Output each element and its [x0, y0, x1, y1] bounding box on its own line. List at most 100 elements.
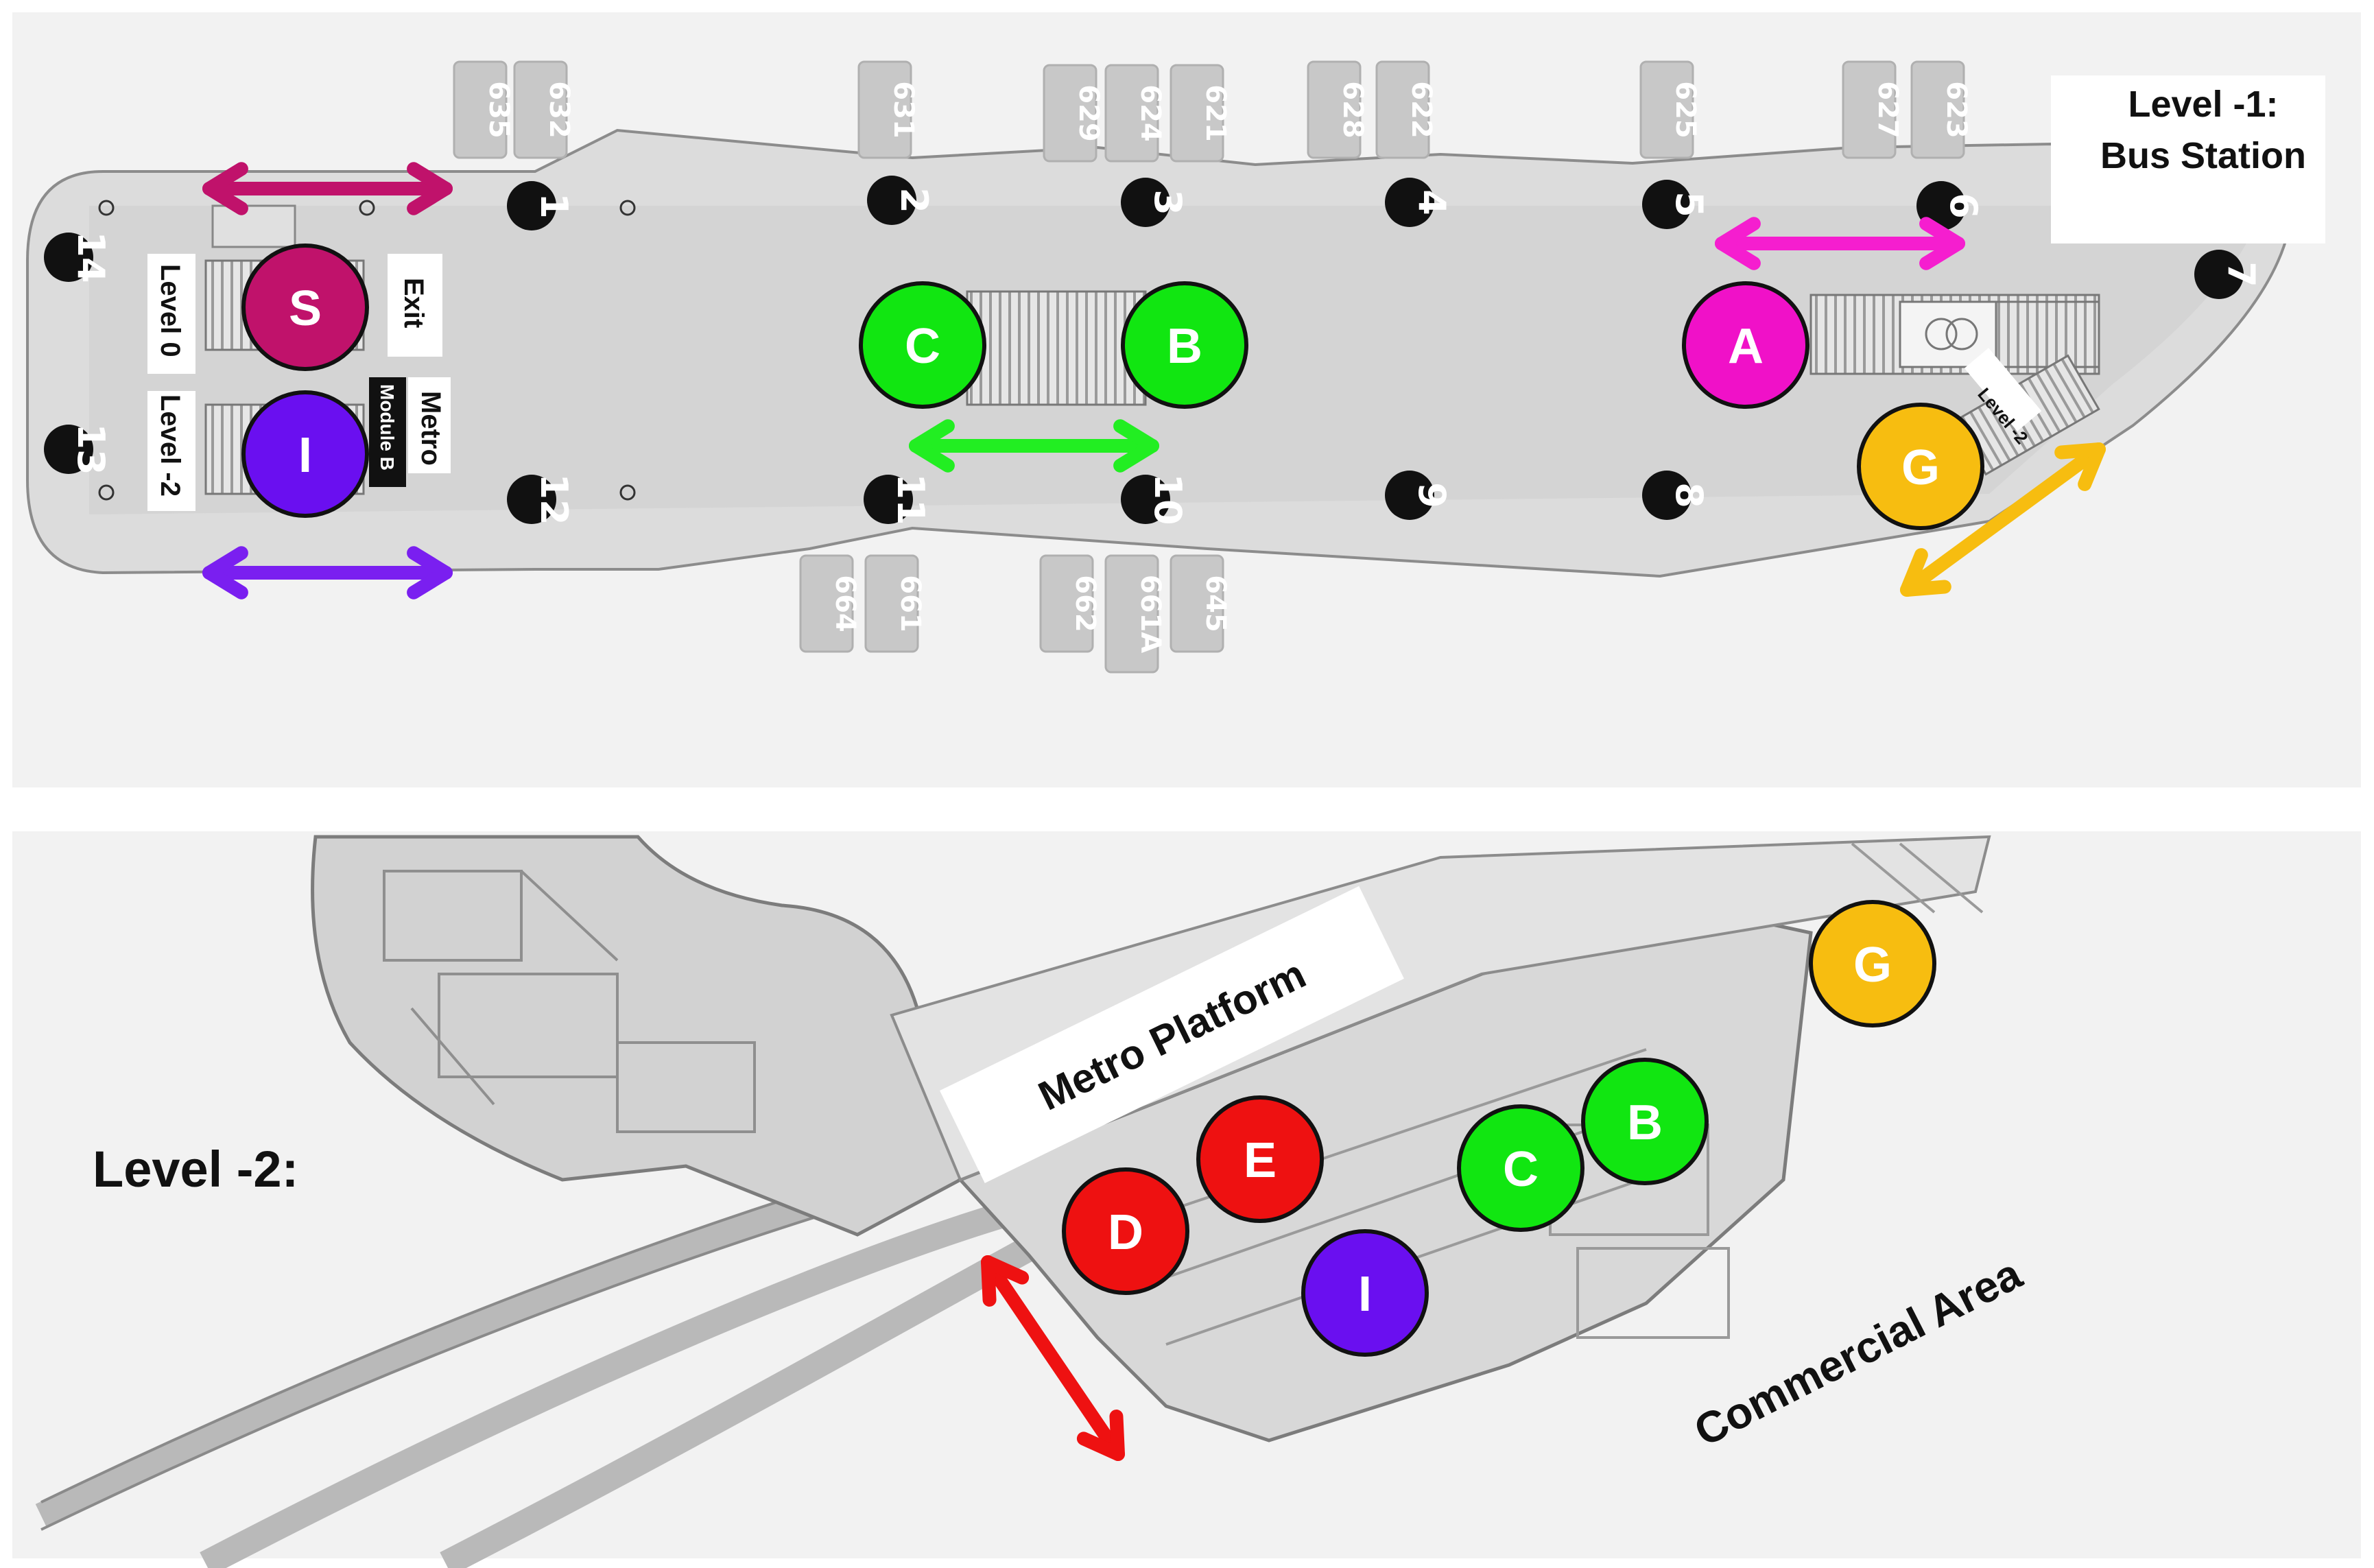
marker-letter: I — [1358, 1267, 1372, 1322]
bus-route-number: 635 — [483, 81, 514, 139]
marker-letter: E — [1244, 1133, 1277, 1188]
direction-arrows-level-minus1 — [202, 162, 2106, 599]
arrow-i — [202, 546, 453, 599]
marker-letter: G — [1901, 440, 1940, 495]
level-minus1-title-line2: Bus Station — [2100, 135, 2306, 176]
bay-number-text: 11 — [889, 473, 932, 525]
bus-route-tag: 632 — [513, 60, 575, 159]
marker-letter: S — [289, 281, 322, 336]
direction-arrows-level-minus2 — [981, 1255, 1125, 1461]
marker-G[interactable]: G — [1857, 403, 1984, 530]
bus-route-tag: 635 — [453, 60, 514, 159]
left-level-labels: Level 0 Level -2 Exit Module B Metro — [147, 254, 451, 511]
bay-number-text: 4 — [1410, 189, 1453, 215]
level-minus1-title: Level -1: Bus Station — [2051, 75, 2325, 243]
bay-number-text: 3 — [1146, 189, 1189, 215]
bay-number-12: 12 — [507, 473, 575, 525]
marker-letter: D — [1108, 1205, 1143, 1260]
metro-label: Metro — [416, 391, 446, 466]
marker-letter: I — [298, 428, 312, 483]
bay-number-11: 11 — [864, 473, 932, 525]
bay-number-text: 14 — [69, 231, 112, 283]
bay-number-10: 10 — [1121, 473, 1189, 525]
bus-route-tag: 628 — [1307, 60, 1368, 159]
marker-A[interactable]: A — [1682, 281, 1809, 409]
bus-route-tag: 621 — [1170, 64, 1231, 163]
marker-letter: G — [1853, 938, 1892, 993]
bay-number-text: 6 — [1942, 193, 1985, 219]
bay-number-3: 3 — [1121, 178, 1189, 227]
bay-number-14: 14 — [44, 231, 112, 283]
marker-letter: C — [905, 319, 940, 374]
bus-route-number: 661 — [894, 575, 926, 632]
markers-level-minus1: S I C B A G — [241, 243, 1984, 530]
bus-route-number: 645 — [1200, 575, 1231, 632]
bus-routes-bottom: 664 661 662 661A 645 — [799, 554, 1231, 674]
bus-route-tag: 627 — [1842, 60, 1903, 159]
bus-route-tag: 622 — [1375, 60, 1437, 159]
arrow-d — [981, 1255, 1125, 1461]
exit-label: Exit — [399, 278, 429, 328]
marker-B[interactable]: B — [1581, 1058, 1709, 1185]
station-building-left — [311, 835, 976, 1237]
arrow-a — [1715, 217, 1965, 270]
station-building-left-details — [383, 870, 756, 1133]
bay-number-8: 8 — [1642, 471, 1711, 520]
bay-number-text: 13 — [69, 423, 112, 475]
bus-route-number: 628 — [1337, 81, 1368, 139]
arrow-g — [1900, 442, 2106, 597]
marker-letter: C — [1503, 1142, 1539, 1197]
bay-number-text: 8 — [1667, 482, 1711, 508]
bus-route-number: 624 — [1135, 84, 1166, 142]
marker-G[interactable]: G — [1809, 900, 1936, 1027]
bus-route-number: 627 — [1872, 81, 1903, 139]
marker-C[interactable]: C — [859, 281, 986, 409]
bus-route-number: 621 — [1200, 84, 1231, 142]
bus-route-tag: 664 — [799, 554, 861, 653]
bay-number-4: 4 — [1385, 178, 1453, 227]
module-b-label: Module B — [377, 384, 398, 471]
bus-route-number: 622 — [1405, 81, 1437, 139]
bay-number-1: 1 — [507, 181, 575, 230]
bus-route-tag: 625 — [1639, 60, 1701, 159]
marker-S[interactable]: S — [241, 243, 369, 371]
waypoint-icons — [98, 200, 636, 501]
marker-D[interactable]: D — [1062, 1167, 1189, 1295]
bay-number-text: 2 — [892, 187, 936, 213]
bus-route-number: 664 — [829, 575, 861, 632]
bay-number-text: 12 — [532, 473, 575, 525]
bus-route-number: 662 — [1069, 575, 1101, 632]
bay-number-2: 2 — [867, 176, 936, 225]
marker-I[interactable]: I — [241, 390, 369, 518]
bus-route-number: 625 — [1670, 81, 1701, 139]
bay-number-text: 5 — [1667, 191, 1711, 217]
bus-route-tag: 629 — [1043, 64, 1104, 163]
center-escalator — [966, 290, 1147, 406]
level-minus2-title: Level -2: — [93, 1141, 298, 1198]
bay-number-text: 10 — [1146, 473, 1189, 525]
bus-route-number: 629 — [1073, 84, 1104, 142]
marker-B[interactable]: B — [1121, 281, 1248, 409]
marker-letter: B — [1167, 319, 1202, 374]
marker-I[interactable]: I — [1301, 1229, 1429, 1357]
bus-route-number: 631 — [888, 81, 919, 139]
marker-C[interactable]: C — [1457, 1104, 1584, 1232]
markers-level-minus2: G B C E D I — [1062, 900, 1936, 1357]
bay-number-text: 7 — [2220, 261, 2263, 287]
marker-letter: B — [1627, 1095, 1663, 1150]
level-minus2-panel: Metro Platform Commercial Area Level -2:… — [12, 831, 2361, 1568]
bus-route-tag: 631 — [857, 60, 919, 159]
bay-number-9: 9 — [1385, 471, 1453, 520]
bus-route-tag: 623 — [1910, 60, 1972, 159]
level-minus1-title-line1: Level -1: — [2128, 84, 2278, 125]
bay-number-5: 5 — [1642, 180, 1711, 229]
bus-route-tag: 661A — [1104, 554, 1166, 674]
marker-letter: A — [1728, 319, 1764, 374]
bus-route-number: 661A — [1135, 575, 1166, 653]
marker-E[interactable]: E — [1196, 1095, 1324, 1223]
bus-route-tag: 661 — [864, 554, 926, 653]
bus-route-number: 623 — [1940, 81, 1972, 139]
